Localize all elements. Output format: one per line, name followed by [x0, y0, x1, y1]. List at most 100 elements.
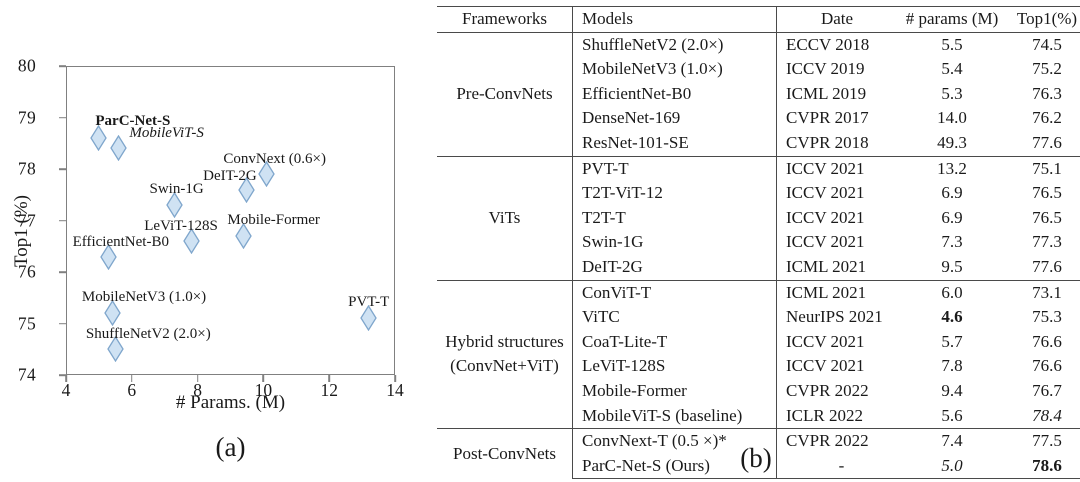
- params-cell: 49.3: [937, 132, 967, 152]
- params-cell: 14.0: [937, 108, 967, 128]
- y-tick-mark: [59, 219, 66, 222]
- y-tick-label: 76: [17, 261, 36, 282]
- scatter-point-label: DeIT-2G: [203, 167, 257, 184]
- scatter-marker: [235, 222, 252, 249]
- date-cell: CVPR 2022: [776, 428, 897, 454]
- th-top1: Top1(%): [1007, 6, 1080, 33]
- model-cell: ViTC: [572, 305, 777, 330]
- model-cell: ConvNext-T (0.5 ×)*: [572, 428, 777, 454]
- x-tick-label: 6: [127, 380, 137, 400]
- params-cell: 7.3: [941, 232, 963, 252]
- top1-cell: 75.1: [1007, 155, 1080, 182]
- date-cell: ECCV 2018: [776, 31, 897, 58]
- date-cell: ICCV 2021: [776, 354, 897, 379]
- scatter-point-label: ParC-Net-S: [95, 113, 171, 130]
- x-tick-mark: [65, 375, 67, 382]
- top1-cell: 77.6: [1032, 132, 1062, 152]
- date-cell: ICCV 2021: [776, 329, 897, 355]
- x-axis-label: # Params. (M): [175, 392, 286, 413]
- date-cell: ICCV 2021: [776, 181, 897, 206]
- model-cell: ShuffleNetV2 (2.0×): [572, 31, 777, 58]
- top1-cell: 77.3: [1032, 232, 1062, 252]
- params-cell: 7.8: [941, 356, 963, 376]
- model-cell: T2T-T: [572, 205, 777, 231]
- plot-area: [66, 66, 395, 375]
- date-cell: ICLR 2022: [776, 403, 897, 429]
- scatter-marker: [182, 228, 200, 255]
- params-cell: 6.0: [897, 279, 1007, 306]
- params-cell: 6.9: [941, 207, 963, 227]
- date-cell: ICML 2021: [776, 279, 897, 306]
- model-cell: T2T-ViT-12: [572, 181, 777, 206]
- x-tick-label: 4: [61, 380, 71, 400]
- params-cell: 9.4: [941, 380, 963, 400]
- top1-cell: 75.3: [1032, 307, 1062, 327]
- y-tick-mark: [59, 374, 66, 376]
- x-tick-mark: [328, 375, 330, 382]
- top1-cell: 76.6: [1032, 356, 1062, 376]
- y-tick-label: 78: [17, 158, 36, 179]
- model-cell: LeViT-128S: [572, 354, 777, 379]
- params-cell: 4.6: [941, 307, 963, 327]
- framework-label-line1: Hybrid structures: [445, 331, 564, 351]
- y-tick-mark: [59, 168, 66, 170]
- top1-cell: 76.2: [1032, 108, 1062, 128]
- model-cell: DeIT-2G: [572, 254, 777, 281]
- th-date: Date: [776, 6, 897, 33]
- y-tick-label: 74: [17, 364, 36, 385]
- params-cell: 5.3: [941, 83, 963, 103]
- params-cell: 5.4: [941, 59, 963, 79]
- y-tick-mark: [59, 271, 66, 273]
- x-tick-label: 10: [254, 380, 273, 400]
- y-tick-mark: [59, 65, 66, 67]
- top1-cell: 74.5: [1007, 31, 1080, 58]
- date-cell: ICCV 2021: [776, 155, 897, 182]
- model-cell: Swin-1G: [572, 230, 777, 255]
- top1-cell: 73.1: [1007, 279, 1080, 306]
- y-tick-mark: [59, 322, 66, 325]
- date-cell: NeurIPS 2021: [776, 305, 897, 330]
- scatter-point-label: Swin-1G: [149, 181, 204, 198]
- framework-cell: ViTs: [437, 155, 573, 281]
- top1-cell: 77.6: [1032, 256, 1062, 276]
- y-tick-mark: [59, 116, 66, 119]
- model-cell: Mobile-Former: [572, 378, 777, 404]
- scatter-marker: [103, 300, 121, 327]
- params-cell: 9.5: [941, 256, 963, 276]
- top1-cell: 75.2: [1032, 59, 1062, 79]
- params-cell: 5.6: [941, 405, 963, 425]
- comparison-table: Frameworks Models Date # params (M) Top1…: [437, 6, 1080, 480]
- scatter-point-label: ShuffleNetV2 (2.0×): [85, 326, 211, 343]
- y-tick-label: 77: [17, 210, 36, 230]
- x-tick-mark: [262, 375, 265, 382]
- model-cell: MobileViT-S (baseline): [572, 403, 777, 429]
- date-cell: -: [776, 453, 897, 480]
- date-cell: ICCV 2019: [776, 57, 897, 82]
- x-tick-mark: [131, 375, 133, 382]
- date-cell: CVPR 2022: [776, 378, 897, 404]
- params-cell: 7.4: [897, 428, 1007, 454]
- scatter-marker: [166, 192, 183, 219]
- scatter-marker: [100, 243, 118, 270]
- scatter-point-label: MobileViT-S: [129, 125, 204, 142]
- y-tick-label: 80: [17, 55, 36, 76]
- framework-cell: Pre-ConvNets: [437, 31, 573, 157]
- results-table-panel: Frameworks Models Date # params (M) Top1…: [437, 0, 1080, 482]
- th-models: Models: [572, 6, 777, 33]
- top1-cell: 76.6: [1032, 331, 1062, 351]
- model-cell: ResNet-101-SE: [572, 130, 777, 157]
- y-tick-label: 75: [17, 313, 36, 333]
- scatter-marker: [258, 161, 275, 188]
